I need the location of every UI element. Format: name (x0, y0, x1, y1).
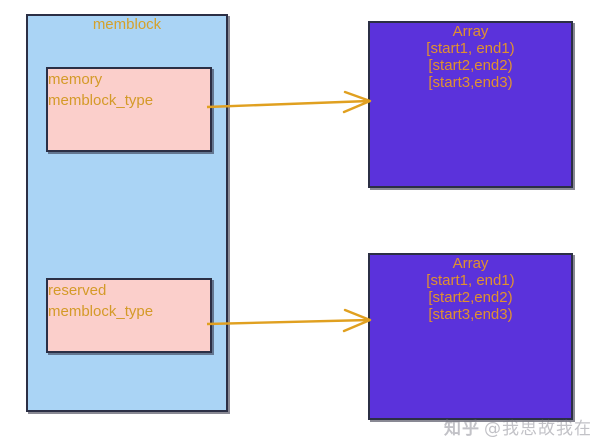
memory-memblock-type-label-line2: memblock_type (48, 92, 154, 109)
memory-array-row-3: [start3,end3) (428, 74, 513, 91)
reserved-memblock-type-label-line2: memblock_type (48, 303, 154, 320)
watermark-handle: @我思故我在 (484, 419, 592, 439)
memory-array-row-2: [start2,end2) (428, 57, 513, 74)
reserved-array-title: Array (452, 255, 489, 272)
reserved-array-row-1: [start1, end1) (426, 272, 515, 289)
memblock-container-title: memblock (92, 16, 162, 33)
reserved-to-array-arrow (206, 308, 372, 333)
memory-memblock-type-box: memory memblock_type (46, 67, 212, 152)
watermark: 知乎@我思故我在 (444, 414, 592, 439)
memory-array-row-1: [start1, end1) (426, 40, 515, 57)
reserved-array-row-3: [start3,end3) (428, 306, 513, 323)
reserved-memblock-type-label-line1: reserved (48, 282, 107, 299)
memory-memblock-type-label-line1: memory (48, 71, 103, 88)
reserved-array-row-2: [start2,end2) (428, 289, 513, 306)
reserved-memblock-type-box: reserved memblock_type (46, 278, 212, 353)
memory-array-title: Array (452, 23, 489, 40)
watermark-logo: 知乎 (444, 419, 480, 439)
reserved-array-box: Array [start1, end1) [start2,end2) [star… (368, 253, 573, 420)
memory-array-box: Array [start1, end1) [start2,end2) [star… (368, 21, 573, 188)
memory-to-array-arrow (206, 90, 372, 114)
